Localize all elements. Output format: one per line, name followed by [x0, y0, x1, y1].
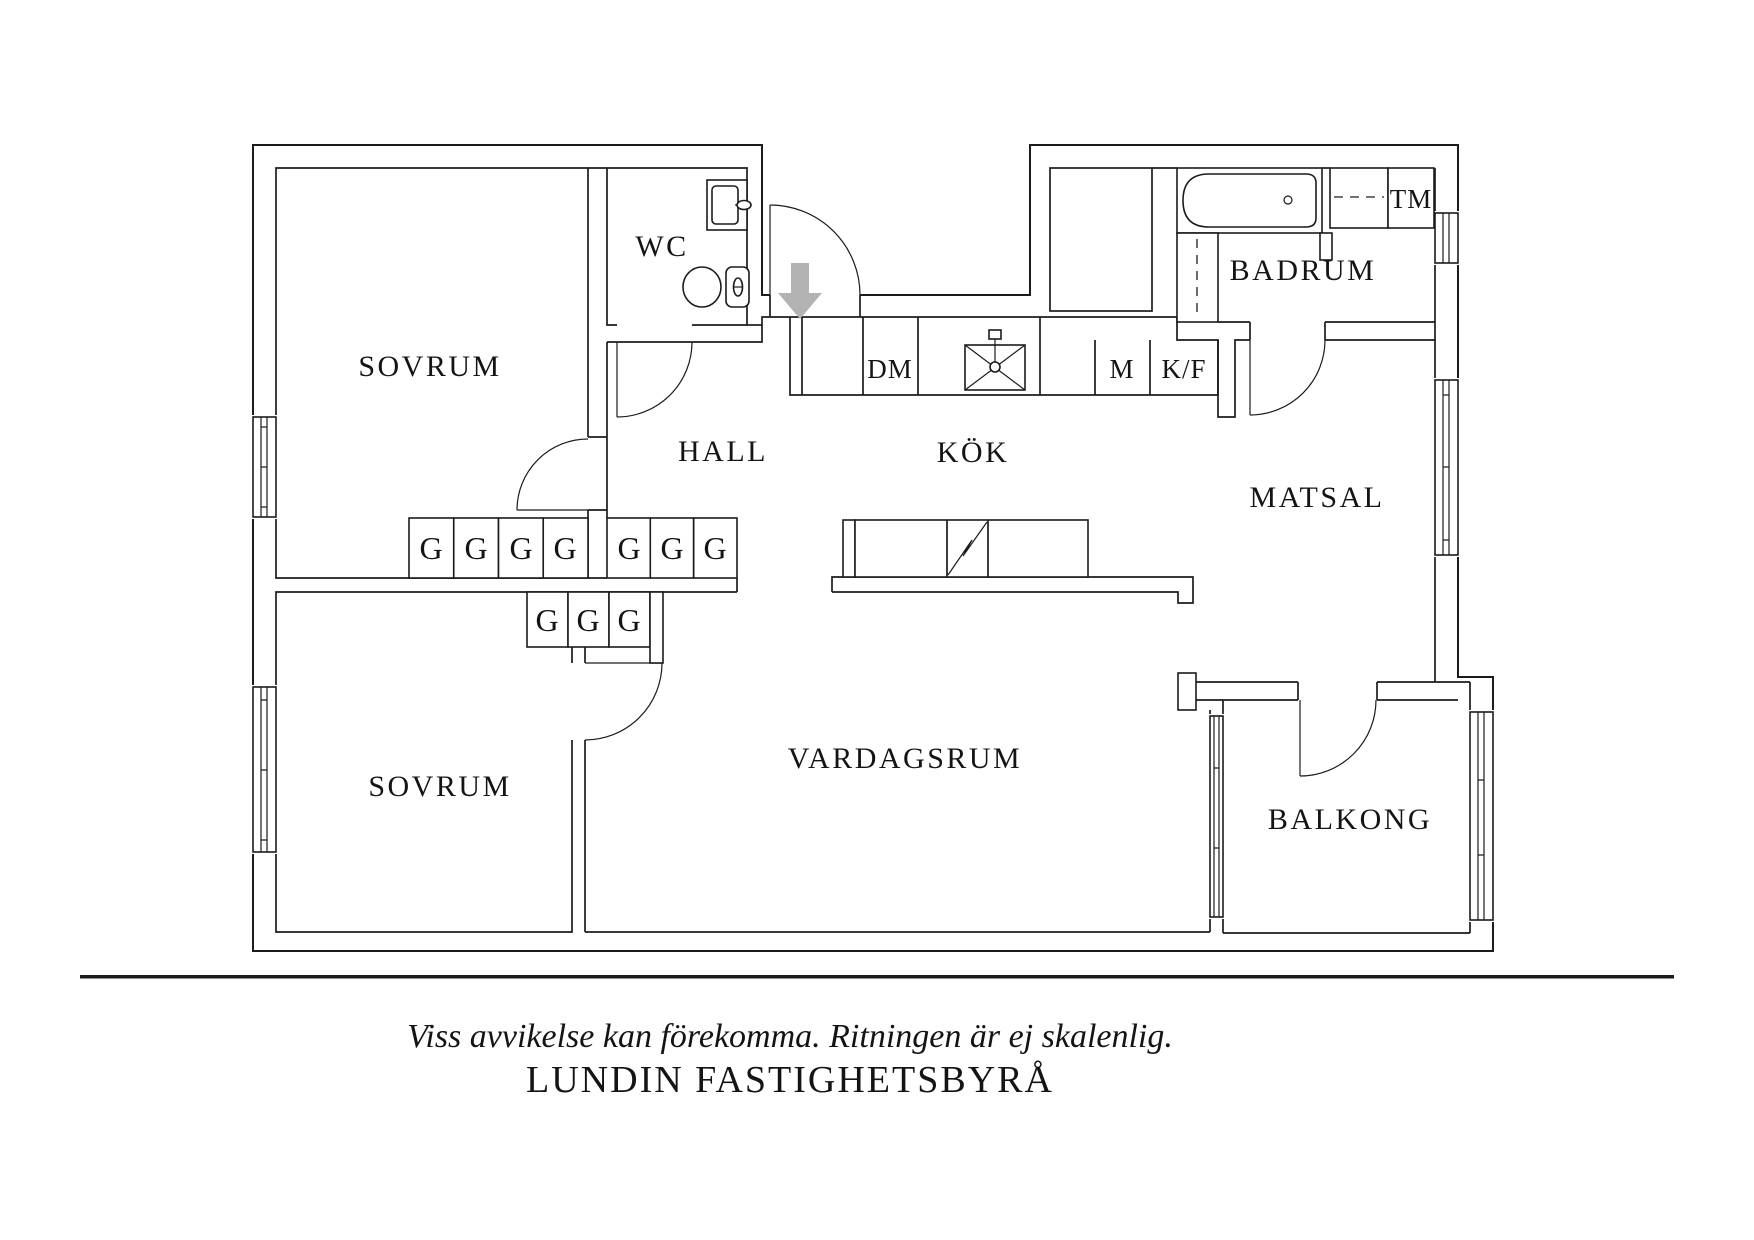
sovrum-1-label: SOVRUM	[358, 350, 501, 383]
wardrobe-g-label: G	[617, 602, 640, 638]
sovrum-2-door-swing-arc	[584, 662, 663, 741]
wardrobe-g-label: G	[660, 530, 683, 566]
bathtub-end-wall	[1319, 232, 1333, 261]
entry-door-swing-arc	[769, 204, 861, 296]
room-wc: WC	[606, 167, 748, 326]
under-window-cabinet	[1176, 232, 1219, 323]
footer-disclaimer: Viss avvikelse kan förekomma. Ritningen …	[407, 1018, 1173, 1055]
matsal-window-icon	[1432, 378, 1461, 557]
toilet-icon	[682, 266, 750, 308]
sovrum-1-door-swing-arc	[516, 438, 589, 511]
sovrum-1-door	[516, 436, 607, 511]
entry-door	[769, 204, 861, 319]
wc-door	[616, 341, 693, 418]
balcony-wall-stub	[1177, 672, 1197, 711]
kok-label: KÖK	[937, 436, 1010, 469]
entrance-arrow-icon	[778, 263, 822, 319]
balkong-label: BALKONG	[1268, 803, 1432, 836]
bathtub-icon	[1176, 167, 1323, 234]
windows	[250, 211, 1496, 922]
footer-divider	[80, 975, 1674, 979]
badrum-window-icon	[1432, 211, 1461, 265]
wardrobe-g-label: G	[576, 602, 599, 638]
wc-walls	[606, 167, 748, 326]
wardrobe-cells: G G G G G G G G G G	[408, 517, 738, 664]
badrum-door-swing-arc	[1249, 339, 1326, 416]
kitchen-island	[842, 519, 1089, 578]
hall-label: HALL	[678, 435, 768, 468]
badrum-label: BADRUM	[1230, 254, 1377, 287]
sovrum-1-window-icon	[250, 415, 279, 519]
footer: Viss avvikelse kan förekomma. Ritningen …	[80, 975, 1674, 1101]
badrum-door	[1249, 339, 1326, 416]
room-sovrum-1: SOVRUM	[275, 167, 589, 579]
wardrobe-end-post	[649, 591, 664, 664]
wardrobe-g-label: G	[509, 530, 532, 566]
sink-icon	[706, 179, 752, 231]
dishwasher-label: DM	[867, 354, 913, 384]
washing-machine-label: TM	[1390, 184, 1433, 214]
wc-label: WC	[635, 230, 688, 263]
washing-machine-icon: TM	[1387, 167, 1435, 229]
sovrum-2-window-icon	[250, 685, 279, 854]
fridge-freezer-label: K/F	[1161, 354, 1206, 384]
balkong-door-swing-arc	[1299, 699, 1377, 777]
wc-door-swing-arc	[616, 341, 693, 418]
wc-fixtures	[682, 179, 752, 308]
wardrobe-g-label: G	[703, 530, 726, 566]
matsal-label: MATSAL	[1249, 481, 1384, 514]
wardrobe-g-label: G	[419, 530, 442, 566]
balkong-west-window-icon	[1207, 714, 1226, 919]
footer-agency: LUNDIN FASTIGHETSBYRÅ	[526, 1059, 1054, 1101]
stove-icon	[947, 521, 988, 576]
sovrum-2-label: SOVRUM	[368, 770, 511, 803]
bathroom-cabinet	[1329, 167, 1389, 229]
wardrobe-g-label: G	[553, 530, 576, 566]
wardrobe-g-label: G	[535, 602, 558, 638]
balkong-east-window-icon	[1467, 710, 1496, 922]
microwave-label: M	[1109, 354, 1134, 384]
kitchen-counter: DM M K/F	[789, 317, 1219, 396]
wardrobe-g-label: G	[464, 530, 487, 566]
balkong-door	[1299, 699, 1377, 777]
vardagsrum-label: VARDAGSRUM	[788, 742, 1023, 775]
sovrum-2-door	[584, 662, 663, 741]
kitchen-sink-icon	[964, 329, 1026, 391]
wardrobe-g-label: G	[617, 530, 640, 566]
doors	[516, 204, 1377, 777]
badrum-fixtures: TM	[1176, 167, 1435, 323]
